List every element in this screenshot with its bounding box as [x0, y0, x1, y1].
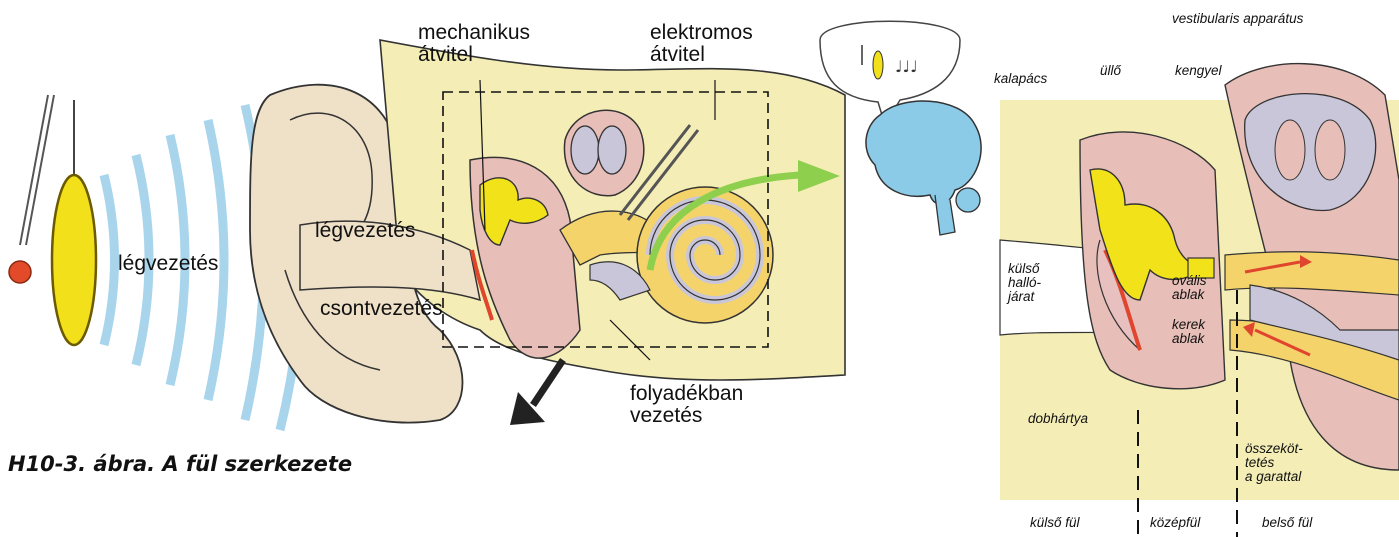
air-conduction-outer-label: légvezetés: [118, 253, 218, 275]
stapes-label: kengyel: [1175, 64, 1222, 78]
bone-conduction-label: csontvezetés: [320, 298, 443, 320]
semicircular-canals: [564, 110, 643, 195]
middle-ear-section-label: középfül: [1150, 516, 1200, 530]
down-arrow: [510, 360, 563, 425]
incus-label: üllő: [1100, 64, 1121, 78]
svg-text:♩♩♩: ♩♩♩: [895, 57, 918, 76]
malleus-label: kalapács: [994, 72, 1047, 86]
tuning-fork: [9, 95, 96, 345]
vestibular-label: vestibularis apparátus: [1172, 12, 1303, 26]
outer-ear-section-label: külső fül: [1030, 516, 1080, 530]
air-conduction-inner-label: légvezetés: [315, 220, 415, 242]
figure-caption: H10-3. ábra. A fül szerkezete: [8, 452, 352, 476]
eardrum-label: dobhártya: [1028, 412, 1088, 426]
inner-ear-section-label: belső fül: [1262, 516, 1312, 530]
temporal-bone: [380, 40, 845, 380]
